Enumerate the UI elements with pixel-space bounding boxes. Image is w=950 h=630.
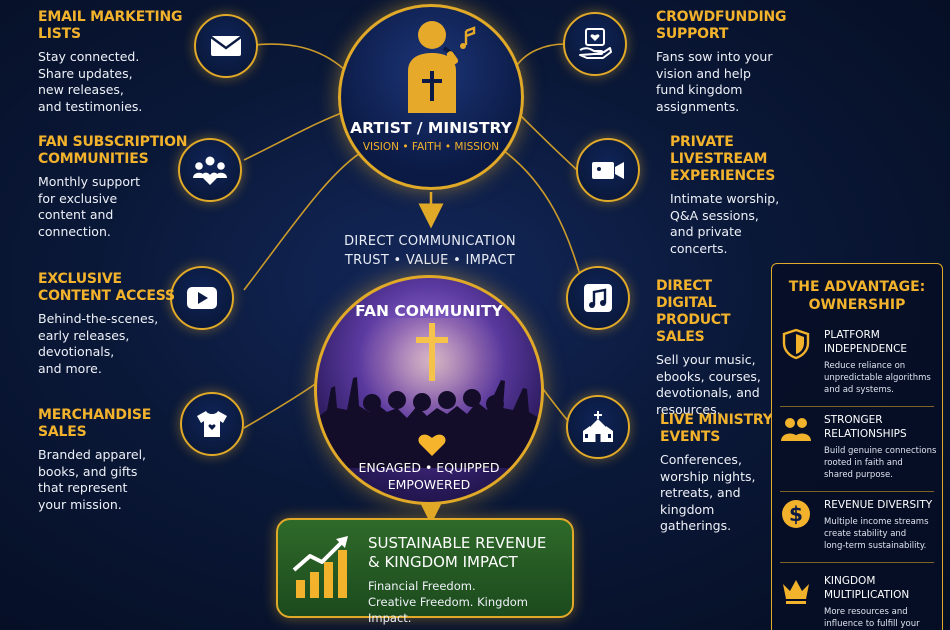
feature-desc: Conferences, worship nights, retreats, a… <box>660 452 756 533</box>
advantage-item-relationships: STRONGER RELATIONSHIPS Build genuine con… <box>780 413 940 493</box>
fan-community-line1: ENGAGED • EQUIPPED <box>358 460 500 475</box>
crowd-silhouette <box>317 377 541 468</box>
email-circle <box>194 14 258 78</box>
tshirt-icon <box>197 411 227 437</box>
singer-icon <box>408 21 476 113</box>
advantage-divider <box>780 562 934 563</box>
feature-title: MERCHANDISE SALES <box>38 407 152 440</box>
advantage-head: PLATFORM INDEPENDENCE <box>824 329 908 355</box>
heart-icon <box>418 434 446 456</box>
advantage-head: KINGDOM MULTIPLICATION <box>824 575 910 601</box>
revenue-title: SUSTAINABLE REVENUE & KINGDOM IMPACT <box>368 534 547 571</box>
cross-icon <box>416 323 448 381</box>
svg-text:$: $ <box>789 502 803 526</box>
feature-desc: Intimate worship, Q&A sessions, and priv… <box>670 191 780 256</box>
feature-private-livestream: PRIVATE LIVESTREAM EXPERIENCES Intimate … <box>670 134 800 257</box>
shield-icon <box>782 328 810 360</box>
church-icon <box>583 411 613 442</box>
feature-digital-product: DIRECT DIGITAL PRODUCT SALES Sell your m… <box>656 278 776 418</box>
advantage-desc: More resources and influence to fulfill … <box>824 607 920 629</box>
subscription-circle <box>178 138 242 202</box>
video-camera-icon <box>592 162 624 179</box>
fan-community-title: FAN COMMUNITY <box>355 302 503 320</box>
advantage-head: STRONGER RELATIONSHIPS <box>824 414 907 440</box>
livestream-circle <box>576 138 640 202</box>
direct-communication-label: DIRECT COMMUNICATION <box>344 234 516 249</box>
advantage-divider <box>780 406 934 407</box>
digital-product-circle <box>566 266 630 330</box>
dollar-icon: $ <box>782 500 810 528</box>
feature-title: LIVE MINISTRY EVENTS <box>660 412 773 445</box>
advantage-divider <box>780 491 934 492</box>
feature-desc: Stay connected. Share updates, new relea… <box>38 49 143 114</box>
crown-icon <box>783 580 809 604</box>
play-icon <box>187 287 217 309</box>
sustainable-revenue-box: SUSTAINABLE REVENUE & KINGDOM IMPACT Fin… <box>276 518 574 625</box>
revenue-desc: Financial Freedom. Creative Freedom. Kin… <box>368 579 528 625</box>
feature-crowdfunding: CROWDFUNDING SUPPORT Fans sow into your … <box>656 9 806 115</box>
feature-desc: Behind-the-scenes, early releases, devot… <box>38 311 159 376</box>
feature-desc: Monthly support for exclusive content an… <box>38 174 141 239</box>
feature-desc: Fans sow into your vision and help fund … <box>656 49 773 114</box>
hub-title: ARTIST / MINISTRY <box>350 119 512 137</box>
feature-title: DIRECT DIGITAL PRODUCT SALES <box>656 278 731 345</box>
feature-title: FAN SUBSCRIPTION COMMUNITIES <box>38 134 188 167</box>
feature-title: CROWDFUNDING SUPPORT <box>656 9 787 42</box>
advantage-panel: THE ADVANTAGE: OWNERSHIP PLATFORM INDEPE… <box>771 263 943 630</box>
feature-exclusive-content: EXCLUSIVE CONTENT ACCESS Behind-the-scen… <box>38 271 178 377</box>
feature-fan-subscription: FAN SUBSCRIPTION COMMUNITIES Monthly sup… <box>38 134 188 240</box>
group-heart-icon <box>193 156 227 185</box>
fan-community-line2: EMPOWERED <box>387 477 471 492</box>
feature-title: PRIVATE LIVESTREAM EXPERIENCES <box>670 134 776 184</box>
fan-community-circle: FAN COMMUNITY ENGAGED • EQUIPPED EMPOWER… <box>314 275 544 505</box>
crowdfunding-circle <box>563 12 627 76</box>
feature-live-events: LIVE MINISTRY EVENTS Conferences, worshi… <box>660 412 780 535</box>
feature-title: EXCLUSIVE CONTENT ACCESS <box>38 271 175 304</box>
advantage-desc: Reduce reliance on unpredictable algorit… <box>824 361 931 395</box>
advantage-desc: Multiple income streams create stability… <box>824 517 929 551</box>
growth-chart-icon <box>292 536 348 598</box>
advantage-item-platform: PLATFORM INDEPENDENCE Reduce reliance on… <box>780 328 940 408</box>
feature-desc: Sell your music, ebooks, courses, devoti… <box>656 352 761 417</box>
envelope-icon <box>210 36 242 56</box>
music-note-icon <box>584 284 612 312</box>
people-icon <box>781 418 811 441</box>
feature-email-marketing: EMAIL MARKETING LISTS Stay connected. Sh… <box>38 9 188 115</box>
content-circle <box>170 266 234 330</box>
feature-title: EMAIL MARKETING LISTS <box>38 9 183 42</box>
events-circle <box>566 395 630 459</box>
trust-value-impact-label: TRUST • VALUE • IMPACT <box>344 253 516 268</box>
feature-merchandise: MERCHANDISE SALES Branded apparel, books… <box>38 407 178 513</box>
advantage-item-multiplication: KINGDOM MULTIPLICATION More resources an… <box>780 574 940 630</box>
advantage-item-revenue: $ REVENUE DIVERSITY Multiple income stre… <box>780 498 940 568</box>
hand-heart-icon <box>579 28 612 59</box>
merch-circle <box>180 392 244 456</box>
artist-ministry-hub: ARTIST / MINISTRY VISION • FAITH • MISSI… <box>338 4 524 190</box>
advantage-head: REVENUE DIVERSITY <box>824 499 933 511</box>
hub-subtitle: VISION • FAITH • MISSION <box>362 141 500 153</box>
advantage-desc: Build genuine connections rooted in fait… <box>824 446 937 480</box>
advantage-title: THE ADVANTAGE: OWNERSHIP <box>788 279 926 313</box>
feature-desc: Branded apparel, books, and gifts that r… <box>38 447 147 512</box>
